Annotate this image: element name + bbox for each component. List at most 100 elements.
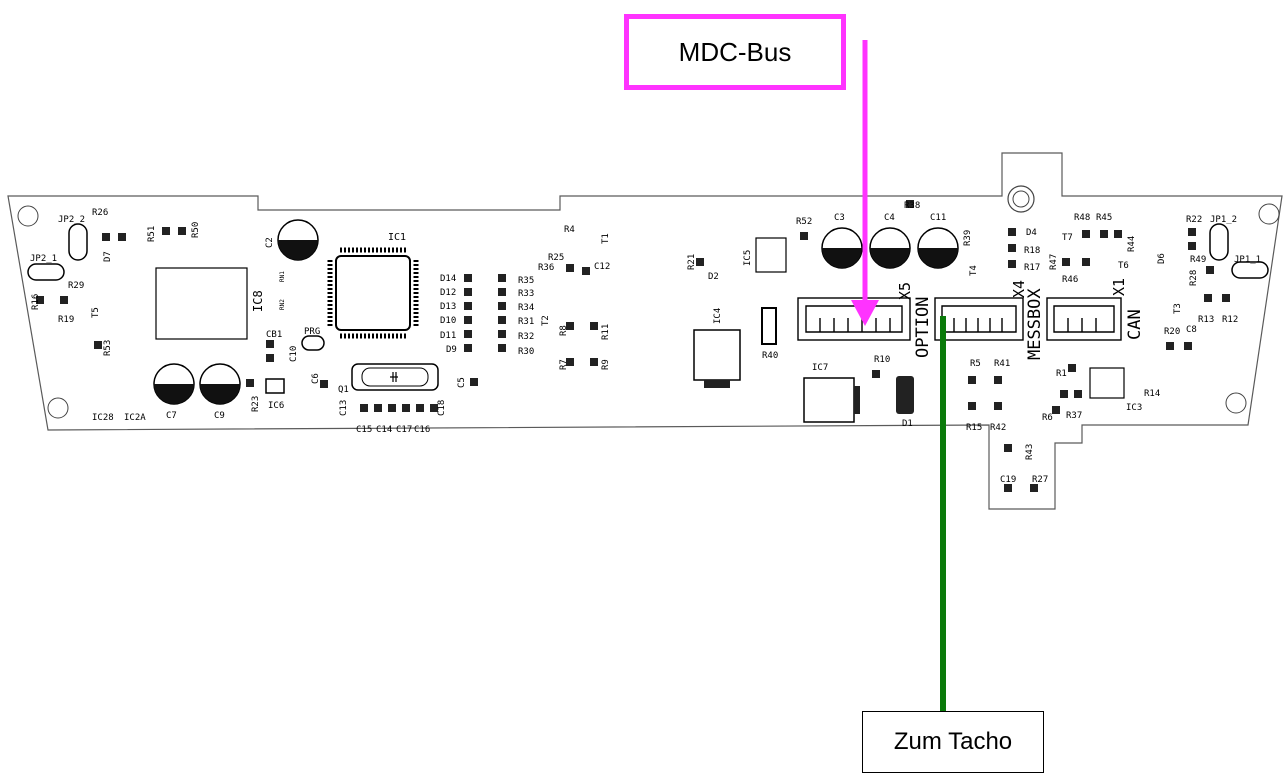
smd-pad [464,274,472,282]
smd-pad [590,322,598,330]
ic1-body [327,247,419,339]
capacitor-c2 [277,219,319,261]
label-q1: Q1 [338,385,349,395]
label-r50: R50 [191,222,201,238]
smd-pad [1082,258,1090,266]
label-d11: D11 [440,331,456,341]
label-r26: R26 [92,208,108,218]
label-r23: R23 [251,396,261,412]
smd-pad [464,330,472,338]
smd-pad [266,354,274,362]
ic4-tab [704,380,730,388]
smd-pad [994,402,1002,410]
ic5-body [755,237,787,273]
label-r19: R19 [58,315,74,325]
smd-pad [1082,230,1090,238]
smd-pad [1188,242,1196,250]
label-c15: C15 [356,425,372,435]
label-jp2-2: JP2_2 [58,215,85,225]
smd-pad [320,380,328,388]
label-t6: T6 [1118,261,1129,271]
smd-pad [416,404,424,412]
jumper-jp1-2 [1209,223,1229,261]
smd-pad [470,378,478,386]
connector-x1 [1046,297,1122,341]
label-r15: R15 [966,423,982,433]
label-c5: C5 [457,377,467,388]
smd-pad [582,267,590,275]
label-r41: R41 [994,359,1010,369]
smd-pad [1008,228,1016,236]
label-r17: R17 [1024,263,1040,273]
ic7-tab [854,386,860,414]
label-r14: R14 [1144,389,1160,399]
label-r49: R49 [1190,255,1206,265]
smd-pad [430,404,438,412]
smd-pad [1062,258,1070,266]
smd-pad [906,200,914,208]
mount-hole [1225,392,1247,414]
connector-label-x4: X4 [1010,280,1028,298]
smd-pad [1004,444,1012,452]
mdc-bus-arrow [851,40,879,326]
mount-hole [1012,190,1030,208]
label-ic7: IC7 [812,363,828,373]
label-t5: T5 [91,307,101,318]
label-jp1-2: JP1_2 [1210,215,1237,225]
mount-hole [47,397,69,419]
label-ic8: IC8 [251,290,265,312]
label-ic5: IC5 [743,250,753,266]
smd-pad [800,232,808,240]
connector-x5 [797,297,911,341]
smd-pad [590,358,598,366]
zum-tacho-callout: Zum Tacho [862,711,1044,773]
smd-pad [464,344,472,352]
label-rn1: RN1 [279,271,286,282]
label-cb1: CB1 [266,330,282,340]
label-ic3: IC3 [1126,403,1142,413]
jumper-jp2-1 [27,263,65,281]
smd-pad [1206,266,1214,274]
smd-pad [402,404,410,412]
label-r16: R16 [31,294,41,310]
label-ic4: IC4 [713,308,723,324]
smd-pad [1166,342,1174,350]
smd-pad [566,264,574,272]
label-d9: D9 [446,345,457,355]
smd-pad [388,404,396,412]
smd-pad [374,404,382,412]
label-c8: C8 [1186,325,1197,335]
smd-pad [1060,390,1068,398]
smd-pad [1204,294,1212,302]
capacitor-c7 [153,363,195,405]
label-r27: R27 [1032,475,1048,485]
label-c3: C3 [834,213,845,223]
smd-pad [1008,260,1016,268]
label-r33: R33 [518,289,534,299]
label-r38: R38 [904,201,920,211]
label-d1: D1 [902,419,913,429]
smd-pad [696,258,704,266]
label-c9: C9 [214,411,225,421]
label-d14: D14 [440,274,456,284]
label-c16: C16 [414,425,430,435]
label-c7: C7 [166,411,177,421]
smd-pad [118,233,126,241]
smd-pad [1184,342,1192,350]
label-t2: T2 [541,315,551,326]
label-t7: T7 [1062,233,1073,243]
label-r42: R42 [990,423,1006,433]
label-ic6: IC6 [268,401,284,411]
label-r46: R46 [1062,275,1078,285]
label-r4: R4 [564,225,575,235]
zum-tacho-label: Zum Tacho [893,728,1013,755]
ic6-body [265,378,285,394]
label-c13: C13 [339,400,349,416]
smd-pad [36,296,44,304]
capacitor-c4 [869,227,911,269]
mdc-bus-callout: MDC-Bus [624,14,846,90]
label-c11: C11 [930,213,946,223]
label-d4: D4 [1026,228,1037,238]
label-r51: R51 [147,226,157,242]
